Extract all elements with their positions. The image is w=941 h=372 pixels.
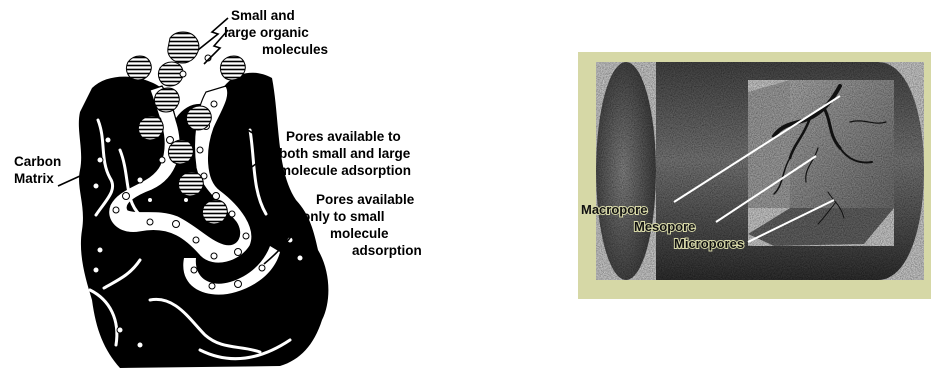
carbon-matrix-label: Carbon Matrix <box>14 154 65 186</box>
large-pores-label: Pores available to both small and large … <box>279 129 414 178</box>
micropores-label: Micropores <box>674 236 744 251</box>
carbon-pore-svg: Small and large organic molecules Carbon… <box>0 0 470 372</box>
molecules-label: Small and large organic molecules <box>224 8 328 57</box>
small-pores-label: Pores available only to small molecule a… <box>302 192 422 258</box>
carbon-pore-diagram: Small and large organic molecules Carbon… <box>0 0 470 372</box>
mesopore-label: Mesopore <box>634 219 695 234</box>
pore-cylinder-svg: Macropore Mesopore Micropores <box>578 52 931 299</box>
cylinder-end-cap <box>596 62 656 280</box>
pore-cylinder-diagram: Macropore Mesopore Micropores <box>578 52 931 299</box>
macropore-label: Macropore <box>581 202 647 217</box>
